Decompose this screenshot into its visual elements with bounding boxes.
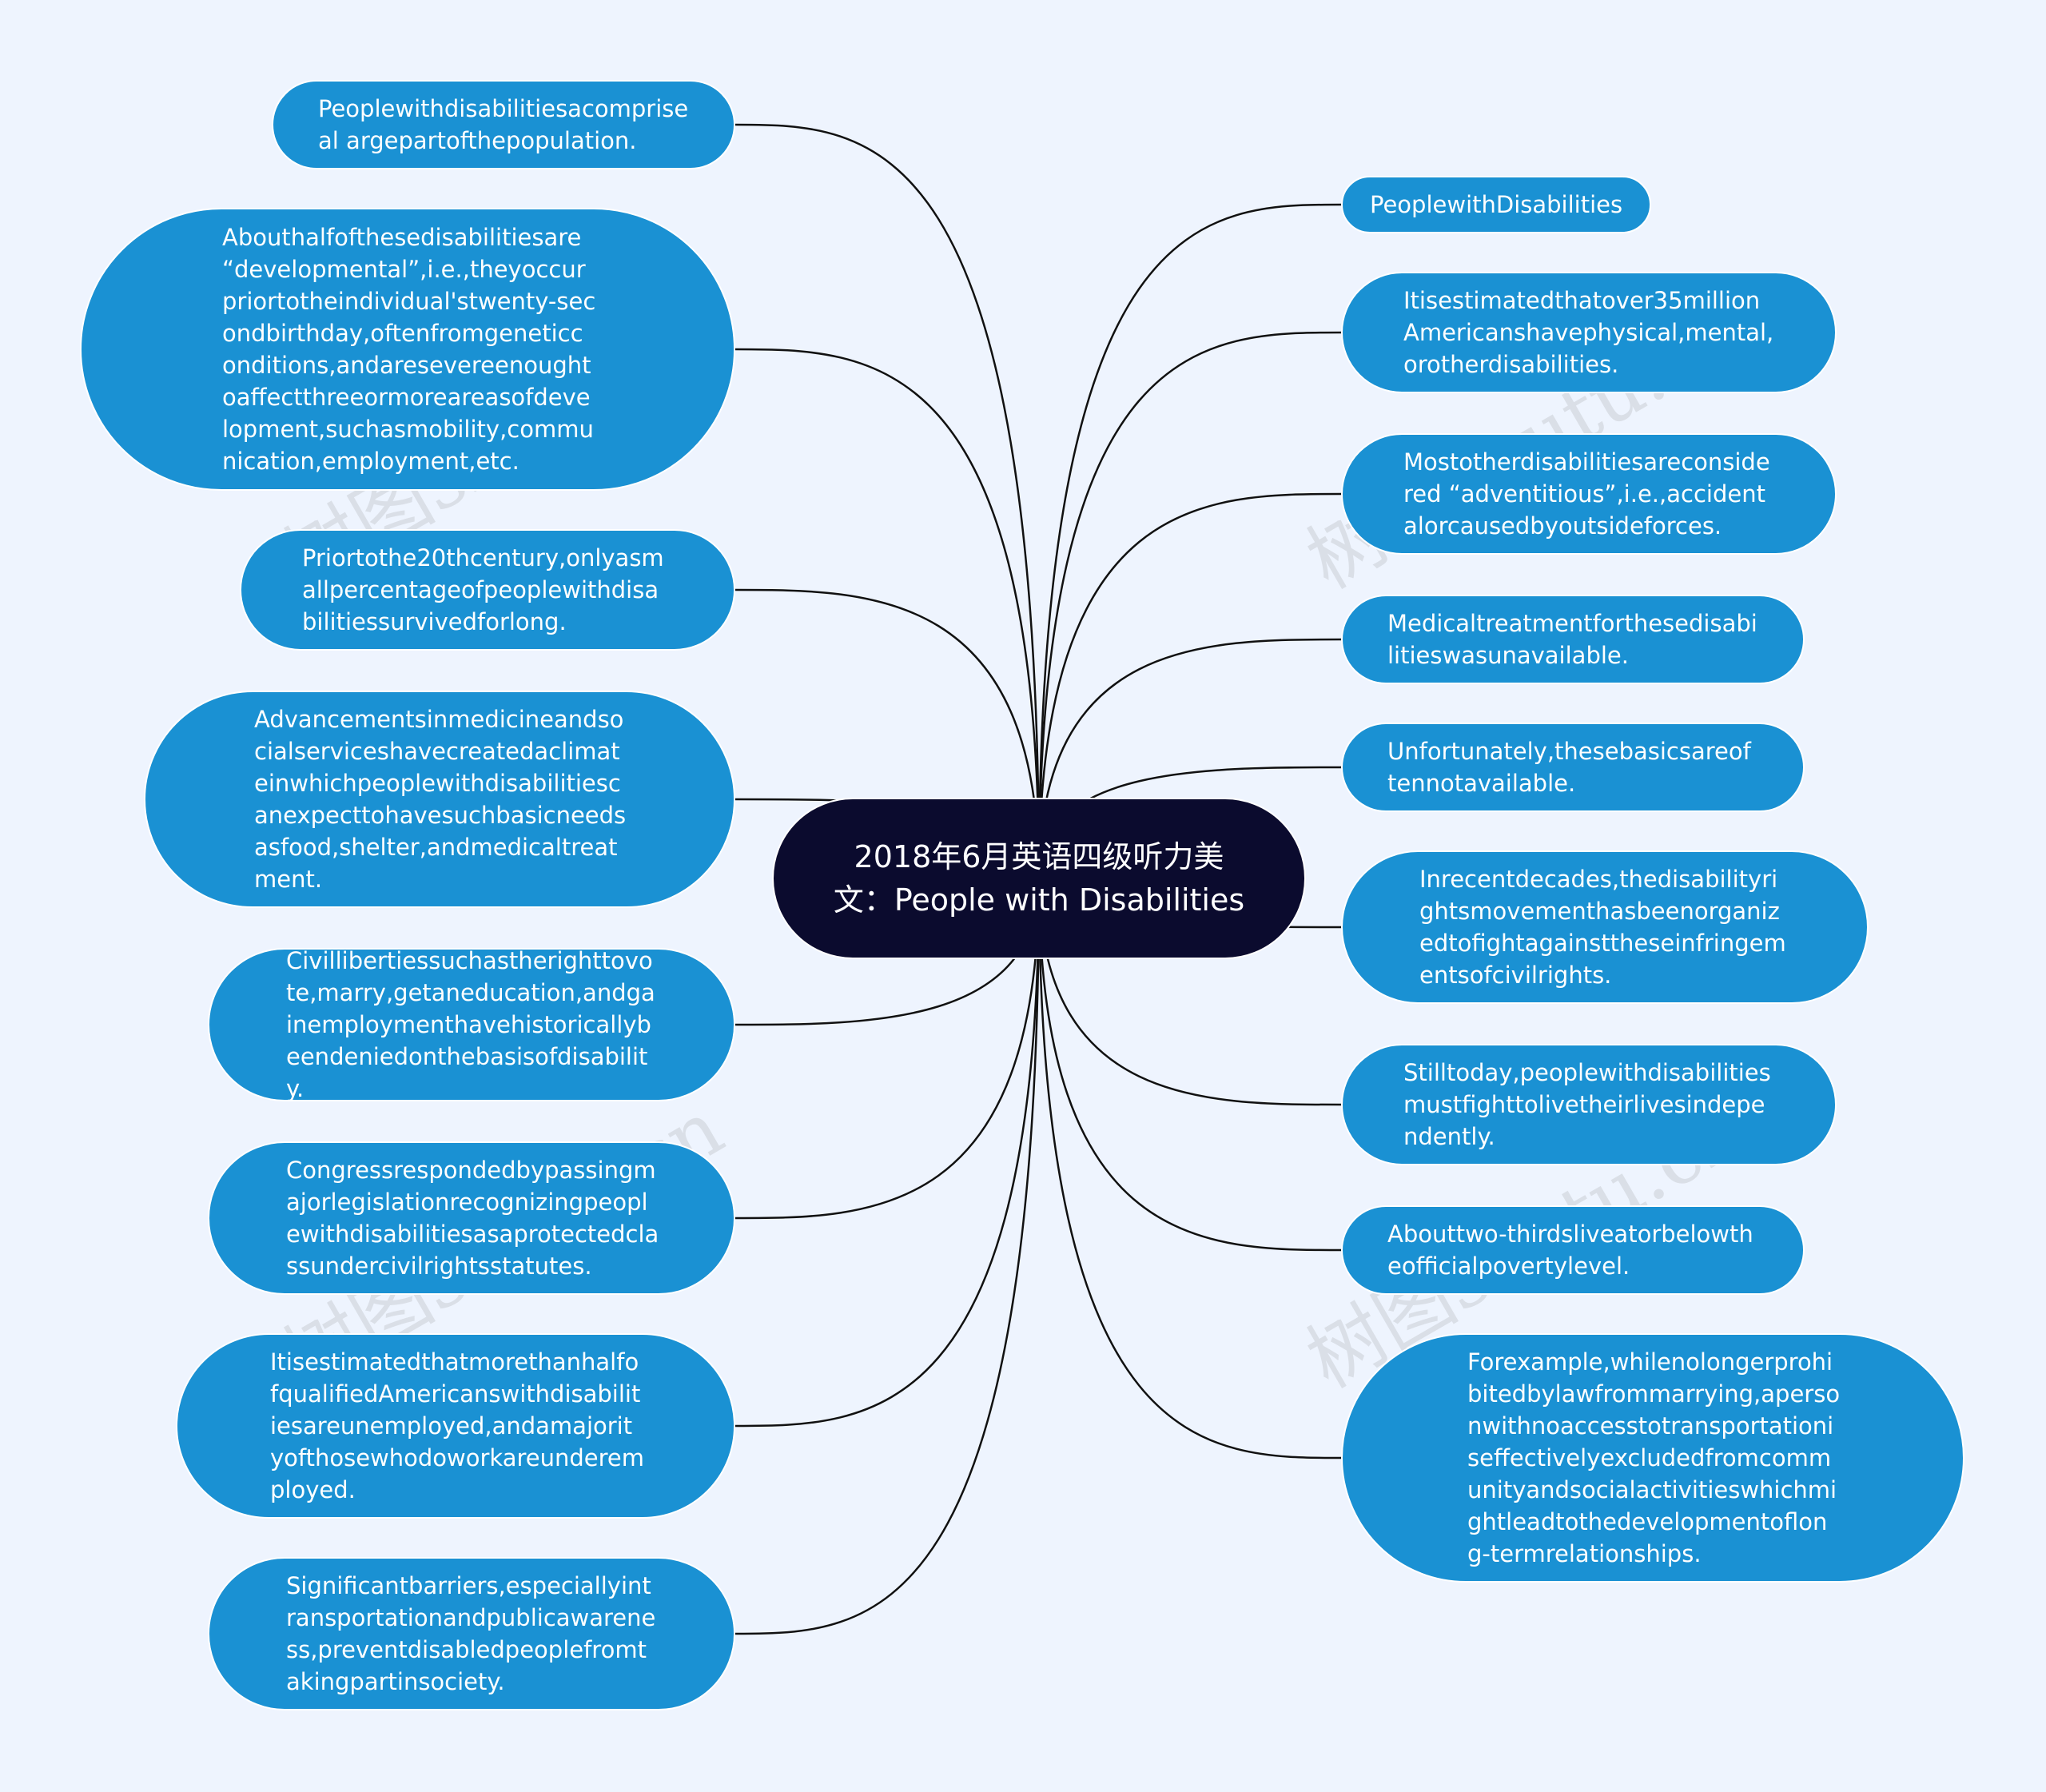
connector-line	[1037, 638, 1342, 879]
connector-line	[734, 123, 1041, 879]
connector-line	[1037, 492, 1342, 879]
connector-line	[1037, 331, 1342, 879]
connector-line	[734, 878, 1041, 1428]
topic-node[interactable]: Peoplewithdisabilitiesacompriseal argepa…	[272, 80, 735, 169]
connector-line	[734, 878, 1041, 1220]
connector-line	[734, 588, 1041, 879]
topic-node[interactable]: Advancementsinmedicineandsocialservicesh…	[144, 691, 735, 908]
topic-node-label: Civillibertiessuchastherighttovote,marry…	[286, 947, 655, 1102]
topic-node[interactable]: Mostotherdisabilitiesareconsidered “adve…	[1341, 433, 1837, 555]
topic-node-label: Congressrespondedbypassingmajorlegislati…	[286, 1157, 659, 1280]
topic-node[interactable]: Itisestimatedthatmorethanhalfofqualified…	[176, 1333, 735, 1519]
topic-node-label: Itisestimatedthatover35millionAmericansh…	[1403, 287, 1774, 378]
topic-node[interactable]: Abouttwo-thirdsliveatorbelowtheofficialp…	[1341, 1205, 1805, 1295]
topic-node-label: Unfortunately,thesebasicsareoftennotavai…	[1387, 738, 1751, 797]
central-topic[interactable]: 2018年6月英语四级听力美文：People with Disabilities	[772, 798, 1306, 959]
topic-node[interactable]: Priortothe20thcentury,onlyasmallpercenta…	[240, 529, 735, 651]
connector-line	[734, 878, 1041, 1635]
topic-node-label: Stilltoday,peoplewithdisabilitiesmustfig…	[1403, 1059, 1771, 1150]
topic-node-label: Itisestimatedthatmorethanhalfofqualified…	[270, 1348, 644, 1503]
topic-node[interactable]: Unfortunately,thesebasicsareoftennotavai…	[1341, 723, 1805, 812]
connector-line	[1037, 878, 1342, 1252]
topic-node-label: Priortothe20thcentury,onlyasmallpercenta…	[302, 544, 664, 635]
topic-node-label: Significantbarriers,especiallyintranspor…	[286, 1572, 656, 1695]
central-topic-label: 2018年6月英语四级听力美文：People with Disabilities	[833, 839, 1245, 918]
topic-node[interactable]: Congressrespondedbypassingmajorlegislati…	[208, 1141, 735, 1295]
topic-node-label: Advancementsinmedicineandsocialservicesh…	[254, 706, 627, 893]
topic-node[interactable]: Medicaltreatmentforthesedisabilitieswasu…	[1341, 595, 1805, 684]
connector-line	[734, 348, 1041, 879]
topic-node[interactable]: PeoplewithDisabilities	[1341, 176, 1651, 233]
topic-node-label: Mostotherdisabilitiesareconsidered “adve…	[1403, 448, 1770, 540]
topic-node[interactable]: Forexample,whilenolongerprohibitedbylawf…	[1341, 1333, 1964, 1583]
topic-node[interactable]: Inrecentdecades,thedisabilityrightsmovem…	[1341, 850, 1869, 1004]
connector-line	[1037, 878, 1342, 1106]
topic-node-label: Peoplewithdisabilitiesacompriseal argepa…	[318, 95, 689, 154]
topic-node-label: Medicaltreatmentforthesedisabilitieswasu…	[1387, 610, 1757, 669]
topic-node[interactable]: Itisestimatedthatover35millionAmericansh…	[1341, 272, 1837, 393]
connector-line	[1037, 878, 1342, 1459]
topic-node-label: Abouthalfofthesedisabilitiesare “develop…	[222, 224, 596, 475]
topic-node-label: Inrecentdecades,thedisabilityrightsmovem…	[1419, 866, 1786, 989]
topic-node-label: PeoplewithDisabilities	[1370, 191, 1623, 218]
topic-node-label: Forexample,whilenolongerprohibitedbylawf…	[1467, 1348, 1841, 1567]
connector-line	[1037, 203, 1342, 879]
topic-node[interactable]: Significantbarriers,especiallyintranspor…	[208, 1557, 735, 1710]
topic-node-label: Abouttwo-thirdsliveatorbelowtheofficialp…	[1387, 1221, 1753, 1280]
topic-node[interactable]: Civillibertiessuchastherighttovote,marry…	[208, 947, 735, 1102]
topic-node[interactable]: Abouthalfofthesedisabilitiesare “develop…	[80, 208, 735, 491]
topic-node[interactable]: Stilltoday,peoplewithdisabilitiesmustfig…	[1341, 1044, 1837, 1165]
